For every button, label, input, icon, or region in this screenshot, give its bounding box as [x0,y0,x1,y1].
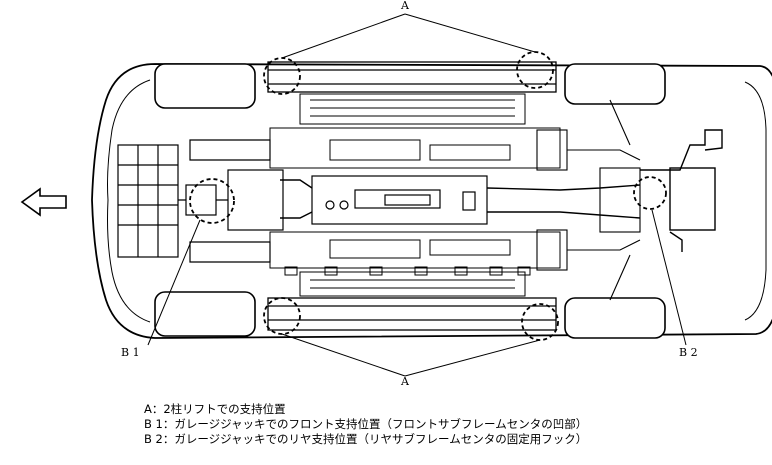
support-point-a-front-left [263,57,301,95]
left-side-sill [267,61,557,93]
car-body-outline [91,63,772,339]
callout-b2: B 2 [679,346,698,359]
arrow-left-icon [20,187,67,217]
legend-item-b2: B 2：ガレージジャッキでのリヤ支持位置（リヤサブフレームセンタの固定用フック） [144,432,588,446]
support-point-b2 [633,176,667,210]
exhaust-system [280,129,723,252]
support-point-a-front-right [263,297,301,335]
callout-a-top: A [401,0,409,12]
front-right-wheel [154,291,256,337]
callout-b1: B 1 [121,346,140,359]
floor-panels [269,93,561,297]
legend-item-b1: B 1：ガレージジャッキでのフロント支持位置（フロントサブフレームセンタの凹部） [144,417,588,431]
support-point-b1 [189,178,235,224]
center-tunnel [311,175,488,225]
legend-item-a: A：2柱リフトでの支持位置 [144,402,286,416]
side-pads [284,266,531,276]
rear-suspension [536,99,641,301]
right-side-sill [267,297,557,331]
legend: A：2柱リフトでの支持位置 B 1：ガレージジャッキでのフロント支持位置（フロン… [144,402,587,447]
front-left-wheel [154,63,256,109]
callout-a-bottom: A [401,375,409,388]
rear-right-wheel [564,297,666,339]
leader-lines [147,13,687,377]
rear-left-wheel [564,63,666,105]
front-subframe [117,139,284,263]
